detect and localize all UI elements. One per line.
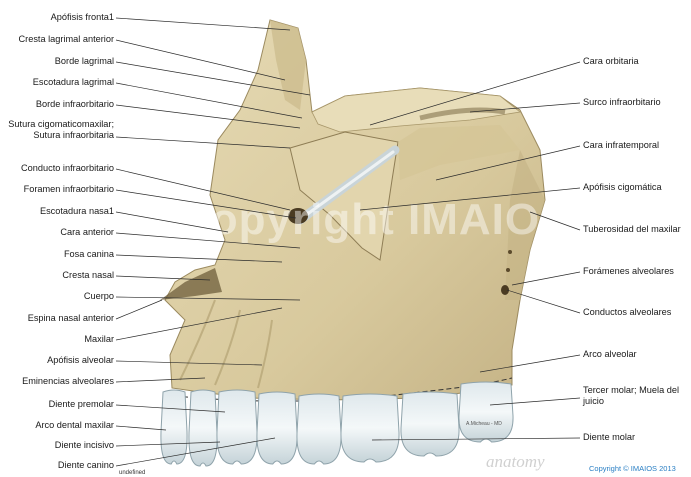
leader-line <box>370 62 580 125</box>
label-tuberosidad: Tuberosidad del maxilar <box>583 224 681 235</box>
leader-line <box>507 290 580 313</box>
leader-line <box>116 378 205 382</box>
label-diente-premolar: Diente premolar <box>4 399 114 410</box>
leader-line <box>116 233 300 248</box>
leader-line <box>372 438 580 440</box>
label-escotadura-lagrimal: Escotadura lagrimal <box>4 77 114 88</box>
label-fosa-canina: Fosa canina <box>4 249 114 260</box>
leader-line <box>116 190 296 218</box>
label-surco-infraorbitario: Surco infraorbitario <box>583 97 661 108</box>
leader-line <box>116 83 302 118</box>
label-apofisis-frontal: Apófisis fronta1 <box>4 12 114 23</box>
leader-line <box>116 361 262 365</box>
leader-line <box>116 62 310 95</box>
label-escotadura-nasal: Escotadura nasa1 <box>4 206 114 217</box>
label-cresta-lagrimal-anterior: Cresta lagrimal anterior <box>4 34 114 45</box>
leader-line <box>490 398 580 405</box>
label-tercer-molar: Tercer molar; Muela del juicio <box>583 385 687 406</box>
label-arco-alveolar: Arco alveolar <box>583 349 637 360</box>
leader-line <box>116 137 290 148</box>
label-apofisis-cigomatica: Apófisis cigomática <box>583 182 662 193</box>
leader-line <box>116 300 162 319</box>
leader-line <box>116 40 285 80</box>
leader-line <box>116 18 290 30</box>
label-espina-nasal-anterior: Espina nasal anterior <box>4 313 114 324</box>
leader-line <box>116 438 275 466</box>
label-cara-orbitaria: Cara orbitaria <box>583 56 639 67</box>
leader-line <box>360 188 580 210</box>
label-foramenes-alveolares: Forámenes alveolares <box>583 266 674 277</box>
artist-signature: A.Micheau - MD <box>466 421 502 427</box>
leader-line <box>116 405 225 412</box>
leader-line <box>116 442 220 446</box>
label-diente-canino: Diente canino <box>4 460 114 471</box>
leader-line <box>116 276 210 280</box>
leader-line <box>116 255 282 262</box>
copyright-text: Copyright © IMAIOS 2013 <box>589 464 676 473</box>
brand-watermark: anatomy <box>486 452 545 472</box>
leader-line <box>436 146 580 180</box>
label-apofisis-alveolar: Apófisis alveolar <box>4 355 114 366</box>
leader-line <box>116 308 282 340</box>
label-diente-incisivo: Diente incisivo <box>4 440 114 451</box>
label-foramen-infraorbitario: Foramen infraorbitario <box>4 184 114 195</box>
label-cara-anterior: Cara anterior <box>4 227 114 238</box>
leader-line <box>116 297 300 300</box>
label-eminencias-alveolares: Eminencias alveolares <box>4 376 114 387</box>
label-conductos-alveolares: Conductos alveolares <box>583 307 671 318</box>
leader-line <box>512 272 580 285</box>
leader-line <box>116 105 300 128</box>
label-maxilar: Maxilar <box>4 334 114 345</box>
label-sutura: Sutura cigomaticomaxilar; Sutura infraor… <box>4 119 114 140</box>
label-borde-infraorbitario: Borde infraorbitario <box>4 99 114 110</box>
leader-line <box>530 212 580 230</box>
label-arco-dental-maxilar: Arco dental maxilar <box>4 420 114 431</box>
undefined-text: undefined <box>119 470 145 476</box>
leader-line <box>116 426 166 430</box>
label-borde-lagrimal: Borde lagrimal <box>4 56 114 67</box>
label-cara-infratemporal: Cara infratemporal <box>583 140 659 151</box>
label-cuerpo: Cuerpo <box>4 291 114 302</box>
leader-line <box>470 103 580 112</box>
leader-line <box>116 212 228 232</box>
leader-line <box>480 355 580 372</box>
label-conducto-infraorbitario: Conducto infraorbitario <box>4 163 114 174</box>
label-diente-molar: Diente molar <box>583 432 635 443</box>
label-cresta-nasal: Cresta nasal <box>4 270 114 281</box>
